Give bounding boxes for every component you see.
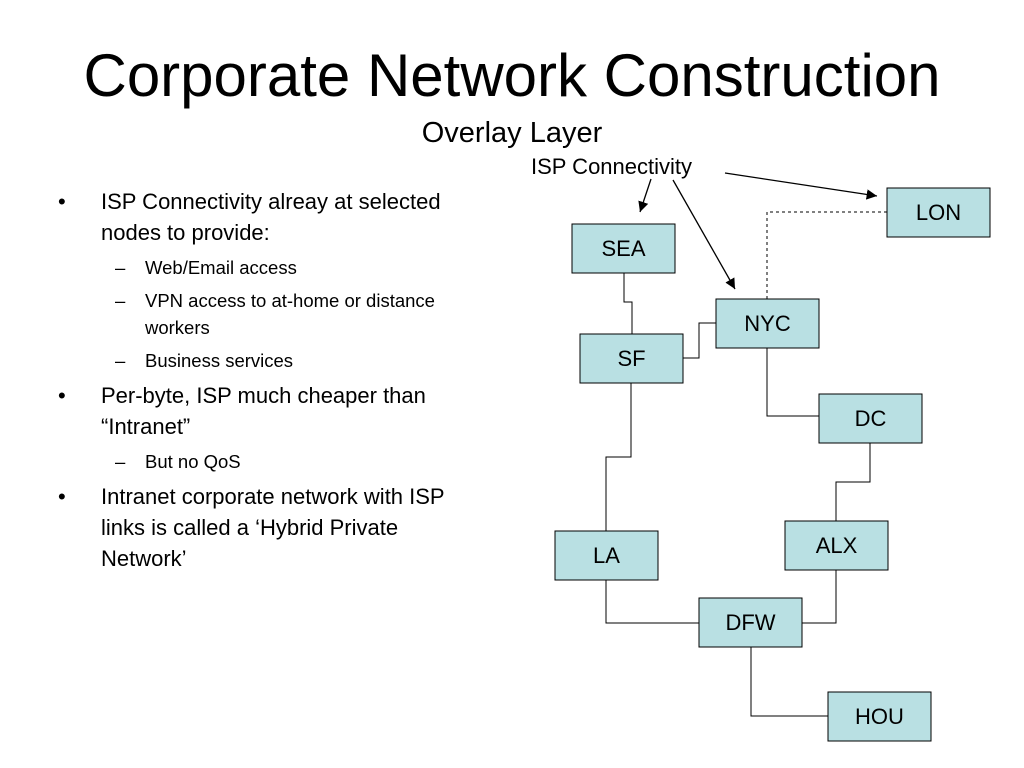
node-sf: SF bbox=[579, 333, 684, 384]
nodes-layer: SEA SF LA DFW HOU NYC DC ALX LON bbox=[554, 187, 991, 742]
sub-bullet-item: –VPN access to at-home or distance worke… bbox=[58, 287, 488, 341]
node-box bbox=[571, 223, 676, 274]
node-dfw: DFW bbox=[698, 597, 803, 648]
link-dfw-hou bbox=[750, 647, 828, 717]
node-label: NYC bbox=[744, 311, 791, 336]
sub-bullet-item: –But no QoS bbox=[58, 448, 488, 475]
node-label: ALX bbox=[816, 533, 858, 558]
isp-arrow-sea bbox=[638, 178, 652, 213]
isp-arrows bbox=[638, 172, 878, 290]
sub-bullet-mark: – bbox=[115, 350, 126, 371]
node-hou: HOU bbox=[827, 691, 932, 742]
node-nyc: NYC bbox=[715, 298, 820, 349]
link-sea-sf bbox=[623, 273, 633, 334]
bullet-text: Per-byte, ISP much cheaper than “Intrane… bbox=[101, 383, 426, 439]
link-la-dfw bbox=[605, 580, 699, 624]
sub-bullet-mark: – bbox=[115, 290, 126, 311]
link-sf-nyc bbox=[683, 322, 716, 359]
sub-bullet-text: Business services bbox=[145, 350, 294, 371]
node-box bbox=[698, 597, 803, 648]
node-label: DC bbox=[855, 406, 887, 431]
bullet-mark: • bbox=[58, 383, 66, 408]
node-dc: DC bbox=[818, 393, 923, 444]
isp-link-nyc-lon bbox=[766, 211, 887, 299]
node-label: SF bbox=[617, 346, 645, 371]
node-label: SEA bbox=[601, 236, 645, 261]
link-dc-nyc bbox=[766, 348, 819, 417]
sub-bullet-text: VPN access to at-home or distance worker… bbox=[145, 290, 435, 338]
link-sf-la bbox=[605, 383, 632, 531]
node-label: HOU bbox=[855, 704, 904, 729]
bullet-item: • Per-byte, ISP much cheaper than “Intran… bbox=[58, 380, 488, 442]
links-layer bbox=[605, 211, 887, 717]
node-box bbox=[579, 333, 684, 384]
node-label: LA bbox=[593, 543, 620, 568]
node-sea: SEA bbox=[571, 223, 676, 274]
node-lon: LON bbox=[886, 187, 991, 238]
bullet-text: Intranet corporate network with ISP link… bbox=[101, 484, 445, 571]
sub-bullet-item: –Web/Email access bbox=[58, 254, 488, 281]
sub-bullet-item: –Business services bbox=[58, 347, 488, 374]
sub-bullet-text: But no QoS bbox=[145, 451, 241, 472]
sub-bullet-mark: – bbox=[115, 451, 126, 472]
node-box bbox=[554, 530, 659, 581]
node-la: LA bbox=[554, 530, 659, 581]
sub-bullet-text: Web/Email access bbox=[145, 257, 297, 278]
bullet-mark: • bbox=[58, 189, 66, 214]
node-box bbox=[784, 520, 889, 571]
isp-connectivity-label: ISP Connectivity bbox=[531, 154, 692, 179]
node-box bbox=[715, 298, 820, 349]
isp-arrow-lon bbox=[724, 172, 878, 200]
isp-arrow-nyc bbox=[672, 179, 736, 290]
node-box bbox=[827, 691, 932, 742]
bullet-list: • ISP Connectivity alreay at selected nod… bbox=[58, 186, 488, 580]
bullet-item: • Intranet corporate network with ISP lin… bbox=[58, 481, 488, 574]
bullet-item: • ISP Connectivity alreay at selected nod… bbox=[58, 186, 488, 248]
slide-title: Corporate Network Construction bbox=[83, 42, 941, 109]
link-alx-dc bbox=[835, 443, 871, 521]
link-dfw-alx bbox=[802, 570, 837, 624]
node-alx: ALX bbox=[784, 520, 889, 571]
node-label: LON bbox=[916, 200, 961, 225]
node-box bbox=[818, 393, 923, 444]
node-box bbox=[886, 187, 991, 238]
bullet-mark: • bbox=[58, 484, 66, 509]
node-label: DFW bbox=[725, 610, 775, 635]
slide-subtitle: Overlay Layer bbox=[421, 117, 603, 149]
sub-bullet-mark: – bbox=[115, 257, 126, 278]
bullet-text: ISP Connectivity alreay at selected node… bbox=[101, 189, 441, 245]
